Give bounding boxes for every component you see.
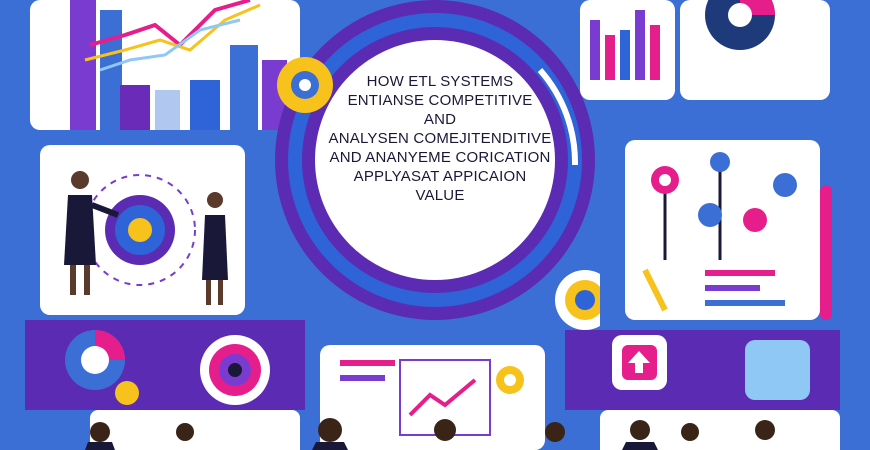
headline-line-6: APPLYASAT APPICAION: [353, 168, 527, 185]
person-icon: [85, 418, 775, 450]
bottom-left-card: [90, 410, 300, 450]
headline-line-5: AND ANANYEME CORICATION: [329, 149, 551, 166]
headline-line-7: VALUE: [415, 187, 465, 204]
donut-chart-icon: [65, 330, 139, 405]
flower-chart-icon: [642, 152, 797, 312]
pie-chart-icon: [705, 0, 775, 50]
upload-icon: [622, 345, 657, 380]
gear-icon: [277, 57, 333, 113]
headline-text: HOW ETL SYSTEMS ENTIANSE COMPETITIVE AND…: [320, 72, 560, 205]
headline-line-3: AND: [423, 111, 457, 128]
center-dial-circle: [275, 0, 600, 330]
magenta-strip: [820, 185, 832, 320]
bar-line-chart-illustration: [70, 0, 287, 130]
headline-line-4: ANALYSEN COMEJITENDITIVE: [328, 130, 552, 147]
headline-line-1: HOW ETL SYSTEMS: [366, 73, 514, 90]
target-icon: [200, 335, 270, 405]
mini-card: [745, 340, 810, 400]
headline-line-2: ENTIANSE COMPETITIVE: [347, 92, 533, 109]
small-bar-chart-icon: [590, 10, 660, 80]
presenters-illustration: [64, 171, 228, 305]
